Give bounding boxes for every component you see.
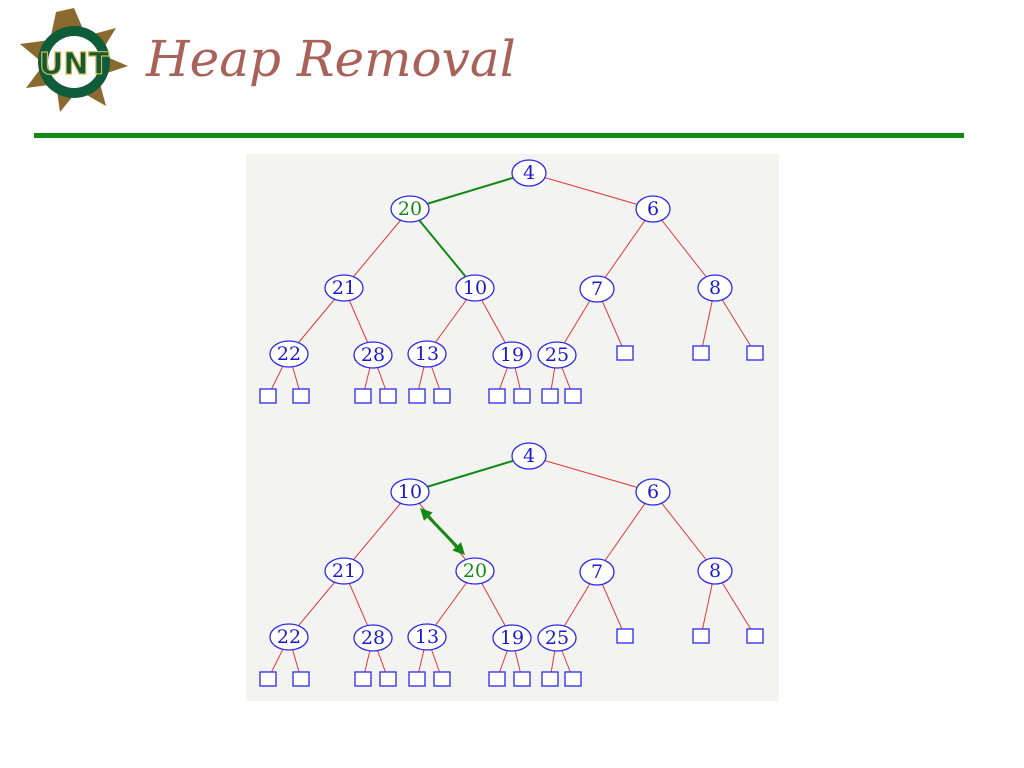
- heap-node-value: 21: [332, 560, 356, 582]
- heap-node: [390, 478, 430, 506]
- heap-node: [579, 275, 615, 303]
- unt-logo-icon: UNT: [20, 8, 128, 112]
- empty-leaf: [564, 671, 582, 687]
- heap-node: [697, 274, 733, 302]
- heap-node-value: 21: [332, 277, 356, 299]
- heap-diagram: 4 6 7 8 10 13 19 20 21 22 25 28 4 6 7 8 10 13 19 20 21 22 25 28: [259, 159, 764, 687]
- empty-leaf: [433, 388, 451, 404]
- heap-node-value: 19: [500, 344, 524, 366]
- empty-leaf: [379, 388, 397, 404]
- heap-node: [455, 557, 495, 585]
- empty-leaf: [746, 628, 764, 644]
- heap-node-value: 28: [361, 627, 385, 649]
- empty-leaf: [259, 388, 277, 404]
- swap-arrow-head: [452, 542, 465, 555]
- highlight-edge: [409, 455, 530, 493]
- heap-node-value: 4: [523, 162, 535, 184]
- slide-title: Heap Removal: [146, 30, 516, 88]
- heap-node-value: 25: [545, 344, 569, 366]
- heap-node: [635, 478, 671, 506]
- tree-edge: [528, 455, 654, 493]
- heap-node: [324, 557, 364, 585]
- heap-node-value: 20: [463, 560, 487, 582]
- empty-leaf: [408, 388, 426, 404]
- heap-node: [511, 159, 547, 187]
- heap-node: [492, 624, 532, 652]
- title-divider: [34, 133, 964, 138]
- heap-node-value: 25: [545, 627, 569, 649]
- tree-edge: [343, 491, 411, 572]
- highlight-edge: [409, 208, 476, 289]
- empty-leaf: [616, 628, 634, 644]
- empty-leaf: [488, 388, 506, 404]
- heap-node-value: 6: [647, 481, 659, 503]
- heap-node-value: 7: [591, 561, 603, 583]
- heap-node: [390, 195, 430, 223]
- heap-node-value: 10: [463, 277, 487, 299]
- heap-node: [455, 274, 495, 302]
- heap-node: [269, 623, 309, 651]
- empty-leaf: [379, 671, 397, 687]
- heap-node: [353, 624, 393, 652]
- heap-node-value: 8: [709, 277, 721, 299]
- empty-leaf: [292, 671, 310, 687]
- heap-node-value: 22: [277, 626, 301, 648]
- heap-node-value: 13: [415, 343, 439, 365]
- heap-node-value: 4: [523, 445, 535, 467]
- empty-leaf: [259, 671, 277, 687]
- swap-arrow: [427, 515, 458, 548]
- heap-node-value: 6: [647, 198, 659, 220]
- heap-node: [407, 340, 447, 368]
- heap-node: [492, 341, 532, 369]
- tree-edge: [343, 208, 411, 289]
- tree-edge: [528, 172, 654, 210]
- heap-node-value: 8: [709, 560, 721, 582]
- heap-node-value: 28: [361, 344, 385, 366]
- heap-node: [697, 557, 733, 585]
- tree-edge: [652, 208, 716, 289]
- heap-node: [537, 341, 577, 369]
- heap-node-value: 19: [500, 627, 524, 649]
- tree-edge: [652, 491, 716, 572]
- empty-leaf: [541, 671, 559, 687]
- empty-leaf: [354, 671, 372, 687]
- heap-node-value: 10: [398, 481, 422, 503]
- unt-logo: UNT: [16, 6, 132, 114]
- heap-node-value: 7: [591, 278, 603, 300]
- empty-leaf: [541, 388, 559, 404]
- heap-figure: 4 6 7 8 10 13 19 20 21 22 25 28 4 6 7 8 10 13 19 20 21 22 25 28: [246, 154, 779, 701]
- heap-node: [579, 558, 615, 586]
- heap-node: [324, 274, 364, 302]
- empty-leaf: [746, 345, 764, 361]
- highlight-edge: [409, 172, 530, 210]
- empty-leaf: [408, 671, 426, 687]
- heap-node: [353, 341, 393, 369]
- heap-node-value: 20: [398, 198, 422, 220]
- empty-leaf: [692, 628, 710, 644]
- empty-leaf: [292, 388, 310, 404]
- empty-leaf: [564, 388, 582, 404]
- tree-edge: [596, 491, 654, 573]
- swap-arrow-head: [420, 508, 433, 521]
- heap-node-value: 13: [415, 626, 439, 648]
- empty-leaf: [354, 388, 372, 404]
- tree-edge: [596, 208, 654, 290]
- empty-leaf: [513, 388, 531, 404]
- heap-node: [635, 195, 671, 223]
- heap-node-value: 22: [277, 343, 301, 365]
- empty-leaf: [616, 345, 634, 361]
- heap-node: [511, 442, 547, 470]
- empty-leaf: [433, 671, 451, 687]
- empty-leaf: [692, 345, 710, 361]
- heap-node: [537, 624, 577, 652]
- heap-node: [407, 623, 447, 651]
- heap-node: [269, 340, 309, 368]
- empty-leaf: [488, 671, 506, 687]
- empty-leaf: [513, 671, 531, 687]
- logo-text: UNT: [39, 47, 109, 82]
